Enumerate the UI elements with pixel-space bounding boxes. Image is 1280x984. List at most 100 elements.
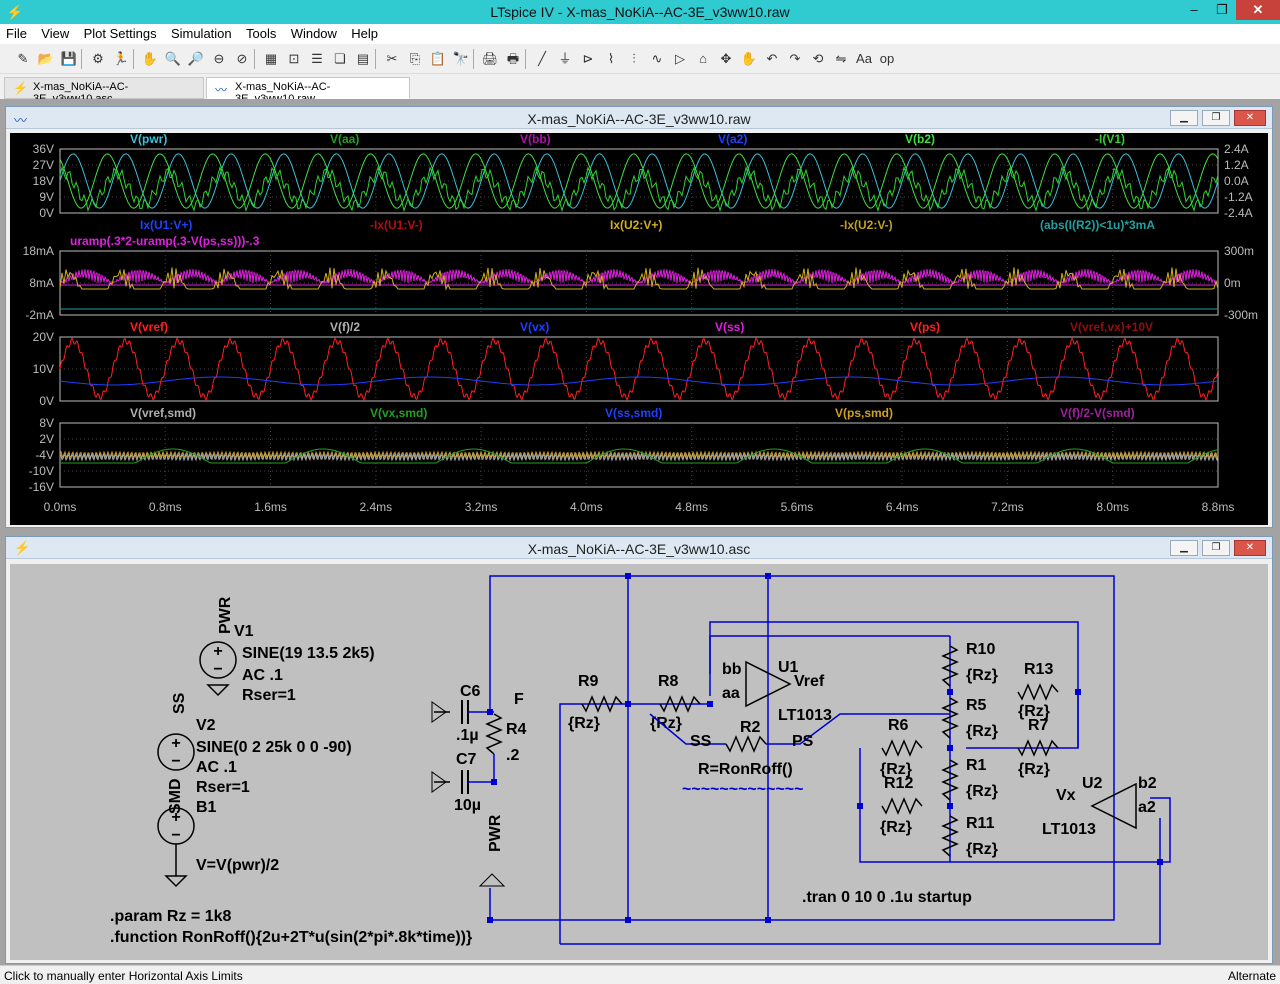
junction-dot	[491, 779, 497, 785]
component-icon[interactable]: ⌂	[699, 51, 707, 66]
y-tick-label: -2mA	[25, 308, 54, 322]
minimize-button[interactable]: –	[1190, 2, 1198, 17]
schematic-label: {Rz}	[966, 841, 998, 858]
status-mode: Alternate	[1227, 969, 1276, 983]
control-panel-icon[interactable]: ⚙	[92, 51, 104, 66]
menu-help[interactable]: Help	[351, 26, 379, 41]
pan-icon[interactable]: ✋	[141, 51, 159, 66]
trace-label: -Ix(U2:V-)	[840, 218, 893, 232]
schematic-label: Vref	[794, 673, 825, 690]
undo-icon[interactable]: ↶	[766, 51, 778, 66]
zoom-cancel-icon[interactable]: ⊘	[236, 51, 248, 66]
zoom-area-icon[interactable]: 🔎	[187, 51, 205, 66]
autorange-icon[interactable]: ▦	[264, 51, 278, 66]
schematic-label: {Rz}	[1018, 761, 1050, 778]
trace-label: V(pwr)	[130, 133, 167, 146]
v1-source	[199, 641, 237, 679]
find-icon[interactable]: 🔭	[452, 51, 470, 66]
child-restore-button[interactable]: ❐	[1202, 540, 1230, 556]
status-message: Click to manually enter Horizontal Axis …	[4, 969, 243, 983]
capacitor-icon[interactable]: ⫶	[632, 51, 636, 66]
copy-icon[interactable]: ⎘	[409, 51, 421, 66]
zoom-fit-icon[interactable]: ⊡	[288, 51, 300, 66]
menu-tools[interactable]: Tools	[245, 26, 277, 41]
print-icon[interactable]: 🖶	[506, 51, 520, 66]
close-button[interactable]: ✕	[1236, 0, 1280, 20]
move-icon[interactable]: ✥	[720, 51, 732, 66]
trace-label: V(a2)	[718, 133, 747, 146]
tab-waveform[interactable]: 〰 X-mas_NoKiA--AC-3E_v3ww10.raw	[206, 77, 410, 105]
maximize-button[interactable]: ❐	[1216, 2, 1228, 17]
schematic-icon: ⚡	[13, 81, 28, 95]
menu-view[interactable]: View	[41, 26, 70, 41]
resistor-icon[interactable]: ⌇	[607, 51, 615, 66]
rotate-icon[interactable]: ⟲	[812, 51, 824, 66]
waveform-icon: 〰	[14, 113, 28, 128]
junction-dot	[947, 803, 953, 809]
schematic-label: R13	[1024, 661, 1053, 678]
cut-icon[interactable]: ✂	[386, 51, 398, 66]
ground-icon[interactable]: ⏚	[558, 51, 572, 66]
r2-value: R=RonRoff()	[698, 761, 793, 778]
text-icon[interactable]: Aa	[856, 51, 872, 66]
trace-label: V(b2)	[905, 133, 935, 146]
menu-file[interactable]: File	[6, 26, 27, 41]
schematic-label: C7	[456, 751, 477, 768]
title-bar: ⚡ LTspice IV - X-mas_NoKiA--AC-3E_v3ww10…	[0, 0, 1280, 24]
r8-resistor	[659, 695, 701, 713]
trace-label: V(ps)	[910, 320, 940, 334]
schematic-label: LT1013	[778, 707, 832, 724]
child-minimize-button[interactable]: ▁	[1170, 540, 1198, 556]
y-tick-label: 18V	[33, 174, 54, 188]
inductor-icon[interactable]: ∿	[651, 51, 663, 66]
trace-label: V(vx)	[520, 320, 549, 334]
child-close-button[interactable]: ✕	[1234, 110, 1266, 126]
x-tick-label: 8.8ms	[1202, 500, 1235, 514]
tile-vertical-icon[interactable]: ▤	[356, 51, 370, 66]
schematic-label: {Rz}	[880, 819, 912, 836]
save-icon[interactable]: 💾	[60, 51, 78, 66]
redo-icon[interactable]: ↷	[789, 51, 801, 66]
junction-dot	[487, 917, 493, 923]
schematic-label: PS	[792, 733, 814, 750]
zoom-in-icon[interactable]: 🔍	[164, 51, 182, 66]
junction-dot	[625, 573, 631, 579]
label-icon[interactable]: ⊳	[582, 51, 594, 66]
child-close-button[interactable]: ✕	[1234, 540, 1266, 556]
diode-icon[interactable]: ▷	[675, 51, 685, 66]
schematic-label: R10	[966, 641, 995, 658]
mirror-icon[interactable]: ⇋	[835, 51, 847, 66]
tab-schematic[interactable]: ⚡ X-mas_NoKiA--AC-3E_v3ww10.asc	[4, 77, 204, 105]
child-minimize-button[interactable]: ▁	[1170, 110, 1198, 126]
junction-dot	[765, 573, 771, 579]
schematic-window: ⚡ X-mas_NoKiA--AC-3E_v3ww10.asc ▁ ❐ ✕ +−…	[5, 536, 1273, 964]
trace-label: -I(V1)	[1095, 133, 1125, 146]
y2-tick-label: 2.4A	[1224, 142, 1249, 156]
menu-window[interactable]: Window	[290, 26, 337, 41]
y-tick-label: 18mA	[23, 244, 54, 258]
open-icon[interactable]: 📂	[37, 51, 55, 66]
menu-simulation[interactable]: Simulation	[170, 26, 232, 41]
schematic-label: LT1013	[1042, 821, 1096, 838]
y-tick-label: -16V	[29, 480, 54, 494]
wire-icon[interactable]: ╱	[538, 51, 546, 66]
spice-directive-icon[interactable]: op	[879, 51, 895, 66]
tile-horizontal-icon[interactable]: ☰	[311, 51, 323, 66]
child-restore-button[interactable]: ❐	[1202, 110, 1230, 126]
x-tick-label: 4.8ms	[675, 500, 708, 514]
cascade-icon[interactable]: ❏	[334, 51, 346, 66]
junction-dot	[947, 689, 953, 695]
run-icon[interactable]: 🏃	[112, 51, 130, 66]
paste-icon[interactable]: 📋	[429, 51, 447, 66]
waveform-svg[interactable]: 36V27V18V9V0V2.4A1.2A0.0A-1.2A-2.4AV(pwr…	[10, 132, 1268, 525]
menu-plot-settings[interactable]: Plot Settings	[83, 26, 157, 41]
zoom-out-icon[interactable]: ⊖	[213, 51, 225, 66]
print-setup-icon[interactable]: 🖨	[481, 51, 499, 66]
y-tick-label: -10V	[29, 464, 54, 478]
drag-icon[interactable]: ✋	[740, 51, 758, 66]
x-tick-label: 1.6ms	[254, 500, 287, 514]
new-schematic-icon[interactable]: ✎	[17, 51, 29, 66]
